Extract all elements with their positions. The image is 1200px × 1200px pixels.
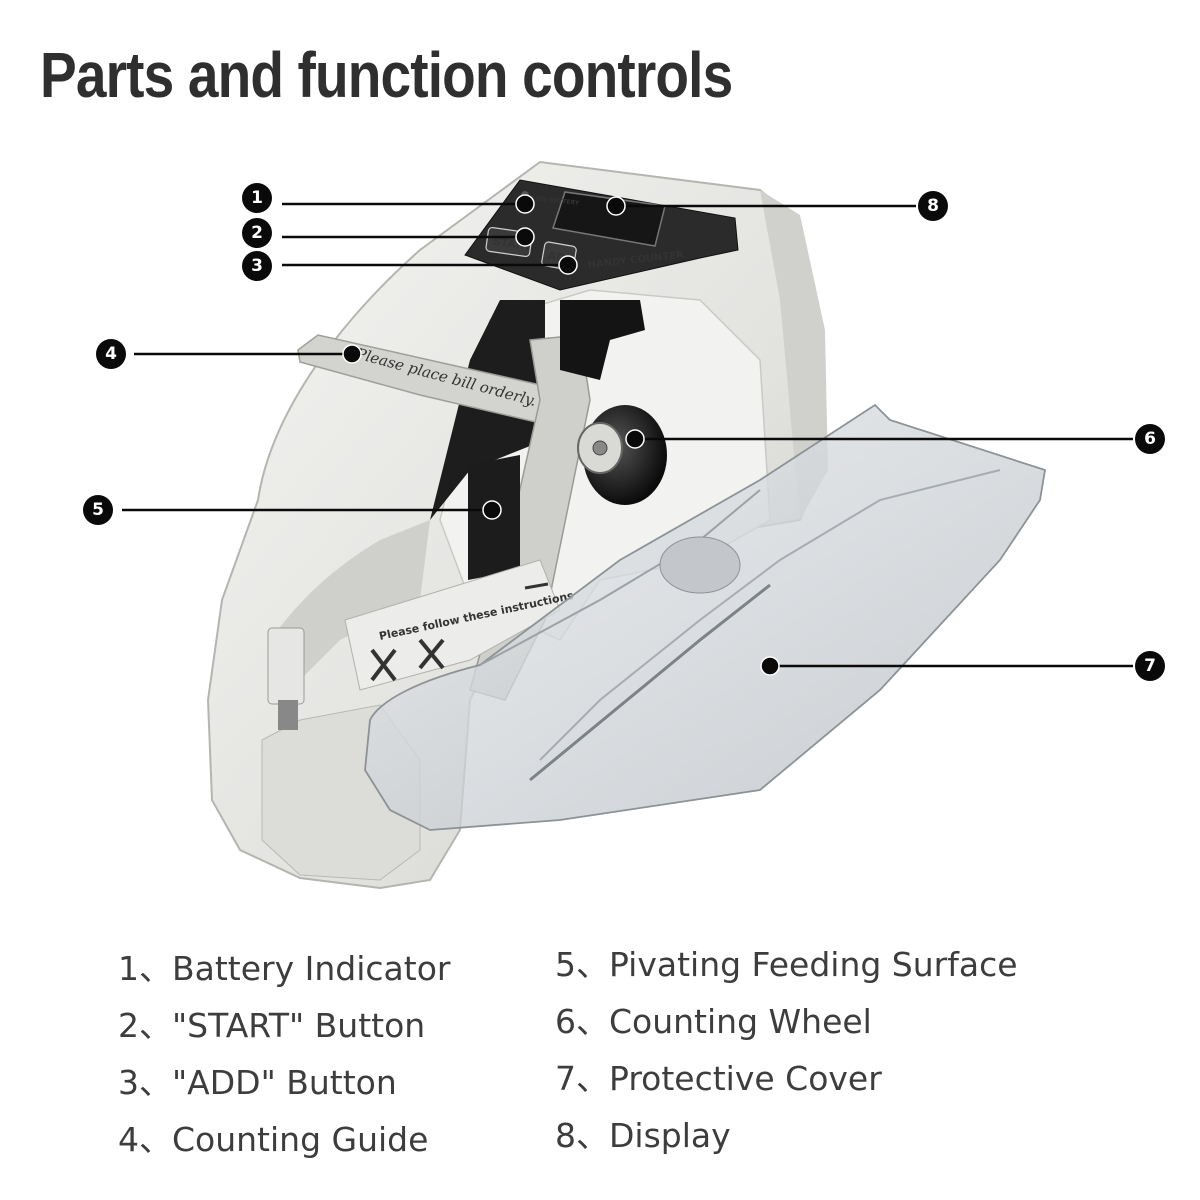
legend-item-4: 4、Counting Guide — [118, 1111, 450, 1168]
protective-cover — [364, 403, 1047, 831]
legend-text: "START" Button — [172, 1006, 426, 1045]
legend-item-7: 7、Protective Cover — [555, 1050, 1018, 1107]
legend-num: 1 — [118, 949, 139, 988]
legend-num: 4 — [118, 1120, 139, 1159]
legend-text: "ADD" Button — [172, 1063, 397, 1102]
callout-marker-5: 5 — [83, 495, 113, 525]
callout-number-2: 2 — [251, 223, 263, 243]
page-title: Parts and function controls — [40, 39, 733, 111]
legend-text: Counting Guide — [172, 1120, 429, 1159]
legend-item-1: 1、Battery Indicator — [118, 940, 450, 997]
legend-text: Display — [609, 1116, 731, 1155]
control-panel: START ADD LOW BATTERY HANDY COUNTER — [464, 179, 739, 291]
legend-right-column: 5、Pivating Feeding Surface 6、Counting Wh… — [555, 936, 1018, 1164]
legend-left-column: 1、Battery Indicator 2、"START" Button 3、"… — [118, 940, 450, 1168]
legend-num: 2 — [118, 1006, 139, 1045]
legend-text: Counting Wheel — [609, 1002, 872, 1041]
callout-marker-6: 6 — [1135, 424, 1165, 454]
callout-marker-4: 4 — [96, 339, 126, 369]
legend-item-2: 2、"START" Button — [118, 997, 450, 1054]
legend-text: Pivating Feeding Surface — [609, 945, 1018, 984]
legend-item-5: 5、Pivating Feeding Surface — [555, 936, 1018, 993]
legend-num: 5 — [555, 945, 576, 984]
legend-text: Protective Cover — [609, 1059, 882, 1098]
legend-text: Battery Indicator — [172, 949, 451, 988]
legend-item-6: 6、Counting Wheel — [555, 993, 1018, 1050]
callout-marker-3: 3 — [242, 251, 272, 281]
callout-number-6: 6 — [1144, 429, 1156, 449]
callout-marker-1: 1 — [242, 183, 272, 213]
callout-number-5: 5 — [92, 500, 104, 520]
legend-sep: 、 — [576, 1002, 609, 1041]
legend-sep: 、 — [576, 945, 609, 984]
legend-item-3: 3、"ADD" Button — [118, 1054, 450, 1111]
callout-marker-7: 7 — [1135, 651, 1165, 681]
legend-sep: 、 — [576, 1059, 609, 1098]
callout-number-3: 3 — [251, 256, 263, 276]
legend-sep: 、 — [576, 1116, 609, 1155]
legend-sep: 、 — [139, 1063, 172, 1102]
legend-sep: 、 — [139, 1006, 172, 1045]
callout-number-7: 7 — [1144, 656, 1156, 676]
callout-anchor-dots — [342, 194, 780, 676]
legend-num: 7 — [555, 1059, 576, 1098]
callout-marker-8: 8 — [918, 191, 948, 221]
low-battery-label: LOW BATTERY — [532, 195, 580, 207]
legend-item-8: 8、Display — [555, 1107, 1018, 1164]
callout-number-4: 4 — [105, 344, 117, 364]
legend-num: 8 — [555, 1116, 576, 1155]
legend-num: 6 — [555, 1002, 576, 1041]
callout-number-8: 8 — [927, 196, 939, 216]
legend-num: 3 — [118, 1063, 139, 1102]
counting-wheel — [560, 300, 667, 505]
legend-sep: 、 — [139, 949, 172, 988]
callouts — [122, 202, 1133, 668]
callout-number-1: 1 — [251, 188, 263, 208]
callout-marker-2: 2 — [242, 218, 272, 248]
legend-sep: 、 — [139, 1120, 172, 1159]
